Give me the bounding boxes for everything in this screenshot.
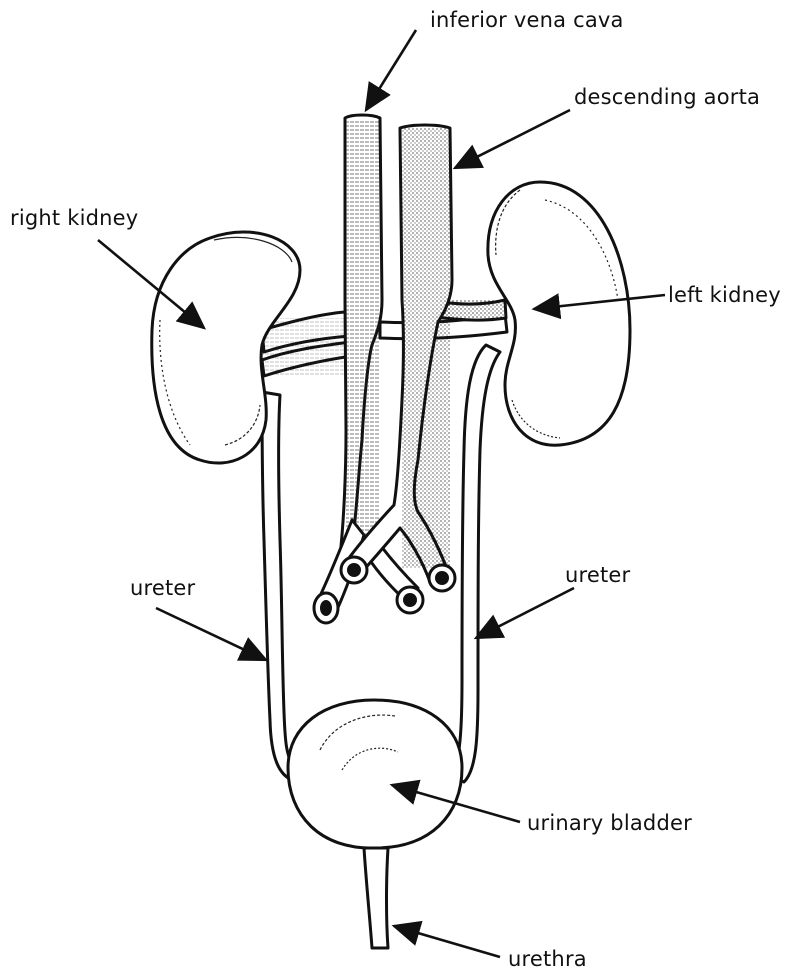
urethra — [364, 848, 388, 948]
label-urethra: urethra — [508, 947, 587, 971]
right-ureter — [262, 392, 296, 780]
label-right-kidney: right kidney — [10, 206, 138, 230]
arrow-urethra — [394, 926, 500, 957]
urinary-bladder — [288, 700, 462, 848]
label-descending-aorta: descending aorta — [574, 85, 760, 109]
label-left-kidney: left kidney — [668, 283, 781, 307]
left-kidney — [488, 182, 630, 445]
arrow-ivc — [366, 30, 416, 110]
left-ureter — [452, 345, 500, 782]
label-inferior-vena-cava: inferior vena cava — [430, 8, 624, 32]
arrow-ureter-right — [476, 588, 574, 638]
arrow-ureter-left — [156, 608, 266, 660]
label-urinary-bladder: urinary bladder — [527, 811, 692, 835]
label-ureter-left: ureter — [130, 576, 196, 600]
arrow-aorta — [455, 110, 570, 168]
label-ureter-right: ureter — [565, 563, 631, 587]
